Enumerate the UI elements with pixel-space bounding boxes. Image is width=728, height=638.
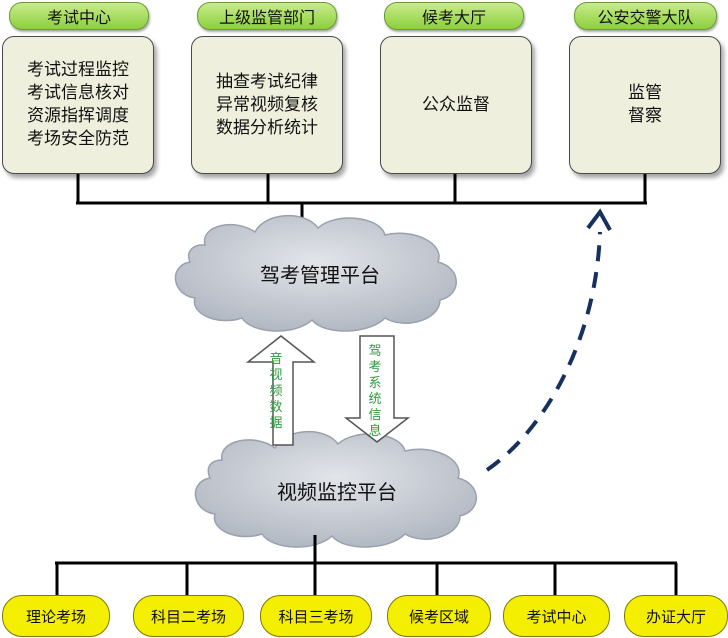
cloud-lower-label: 视频监控平台 <box>277 480 397 504</box>
header-traffic-police: 公安交警大队 <box>574 2 717 30</box>
header-supervision-dept: 上级监管部门 <box>197 2 337 30</box>
header-exam-center: 考试中心 <box>9 2 149 30</box>
box-line: 督察 <box>628 106 662 126</box>
node-exam-center: 考试中心 <box>503 595 610 637</box>
header-waiting-hall: 候考大厅 <box>384 2 524 30</box>
dashed-curve-arrow <box>485 208 612 472</box>
box-line: 考场安全防范 <box>27 129 129 149</box>
node-license-hall: 办证大厅 <box>624 595 728 637</box>
up-arrow-shape <box>245 335 317 446</box>
box-exam-center-functions: 考试过程监控 考试信息核对 资源指挥调度 考场安全防范 <box>2 36 154 174</box>
box-line: 资源指挥调度 <box>27 106 129 126</box>
box-traffic-police-functions: 监管 督察 <box>569 36 721 174</box>
box-line: 抽查考试纪律 <box>216 71 318 92</box>
box-line: 数据分析统计 <box>216 117 318 138</box>
down-arrow-shape <box>343 335 411 443</box>
node-theory-exam: 理论考场 <box>2 595 110 637</box>
box-supervision-functions: 抽查考试纪律 异常视频复核 数据分析统计 <box>191 36 343 174</box>
node-subject-two-exam: 科目二考场 <box>133 595 244 637</box>
node-subject-three-exam: 科目三考场 <box>260 595 372 637</box>
node-waiting-area: 候考区域 <box>387 595 491 637</box>
up-arrow-label: 音视频数据 <box>269 352 283 431</box>
bottom-bus <box>55 535 678 597</box>
cloud-upper-label: 驾考管理平台 <box>260 263 380 287</box>
cloud-upper-shape <box>174 215 457 332</box>
box-line: 考试过程监控 <box>27 60 129 80</box>
box-line: 考试信息核对 <box>27 83 129 103</box>
box-line: 公众监督 <box>422 94 490 115</box>
down-arrow-label: 驾考系统信息 <box>368 344 382 439</box>
box-line: 监管 <box>628 83 662 103</box>
box-waiting-hall-functions: 公众监督 <box>380 36 532 174</box>
cloud-lower-shape <box>194 431 477 548</box>
box-line: 异常视频复核 <box>216 94 318 115</box>
